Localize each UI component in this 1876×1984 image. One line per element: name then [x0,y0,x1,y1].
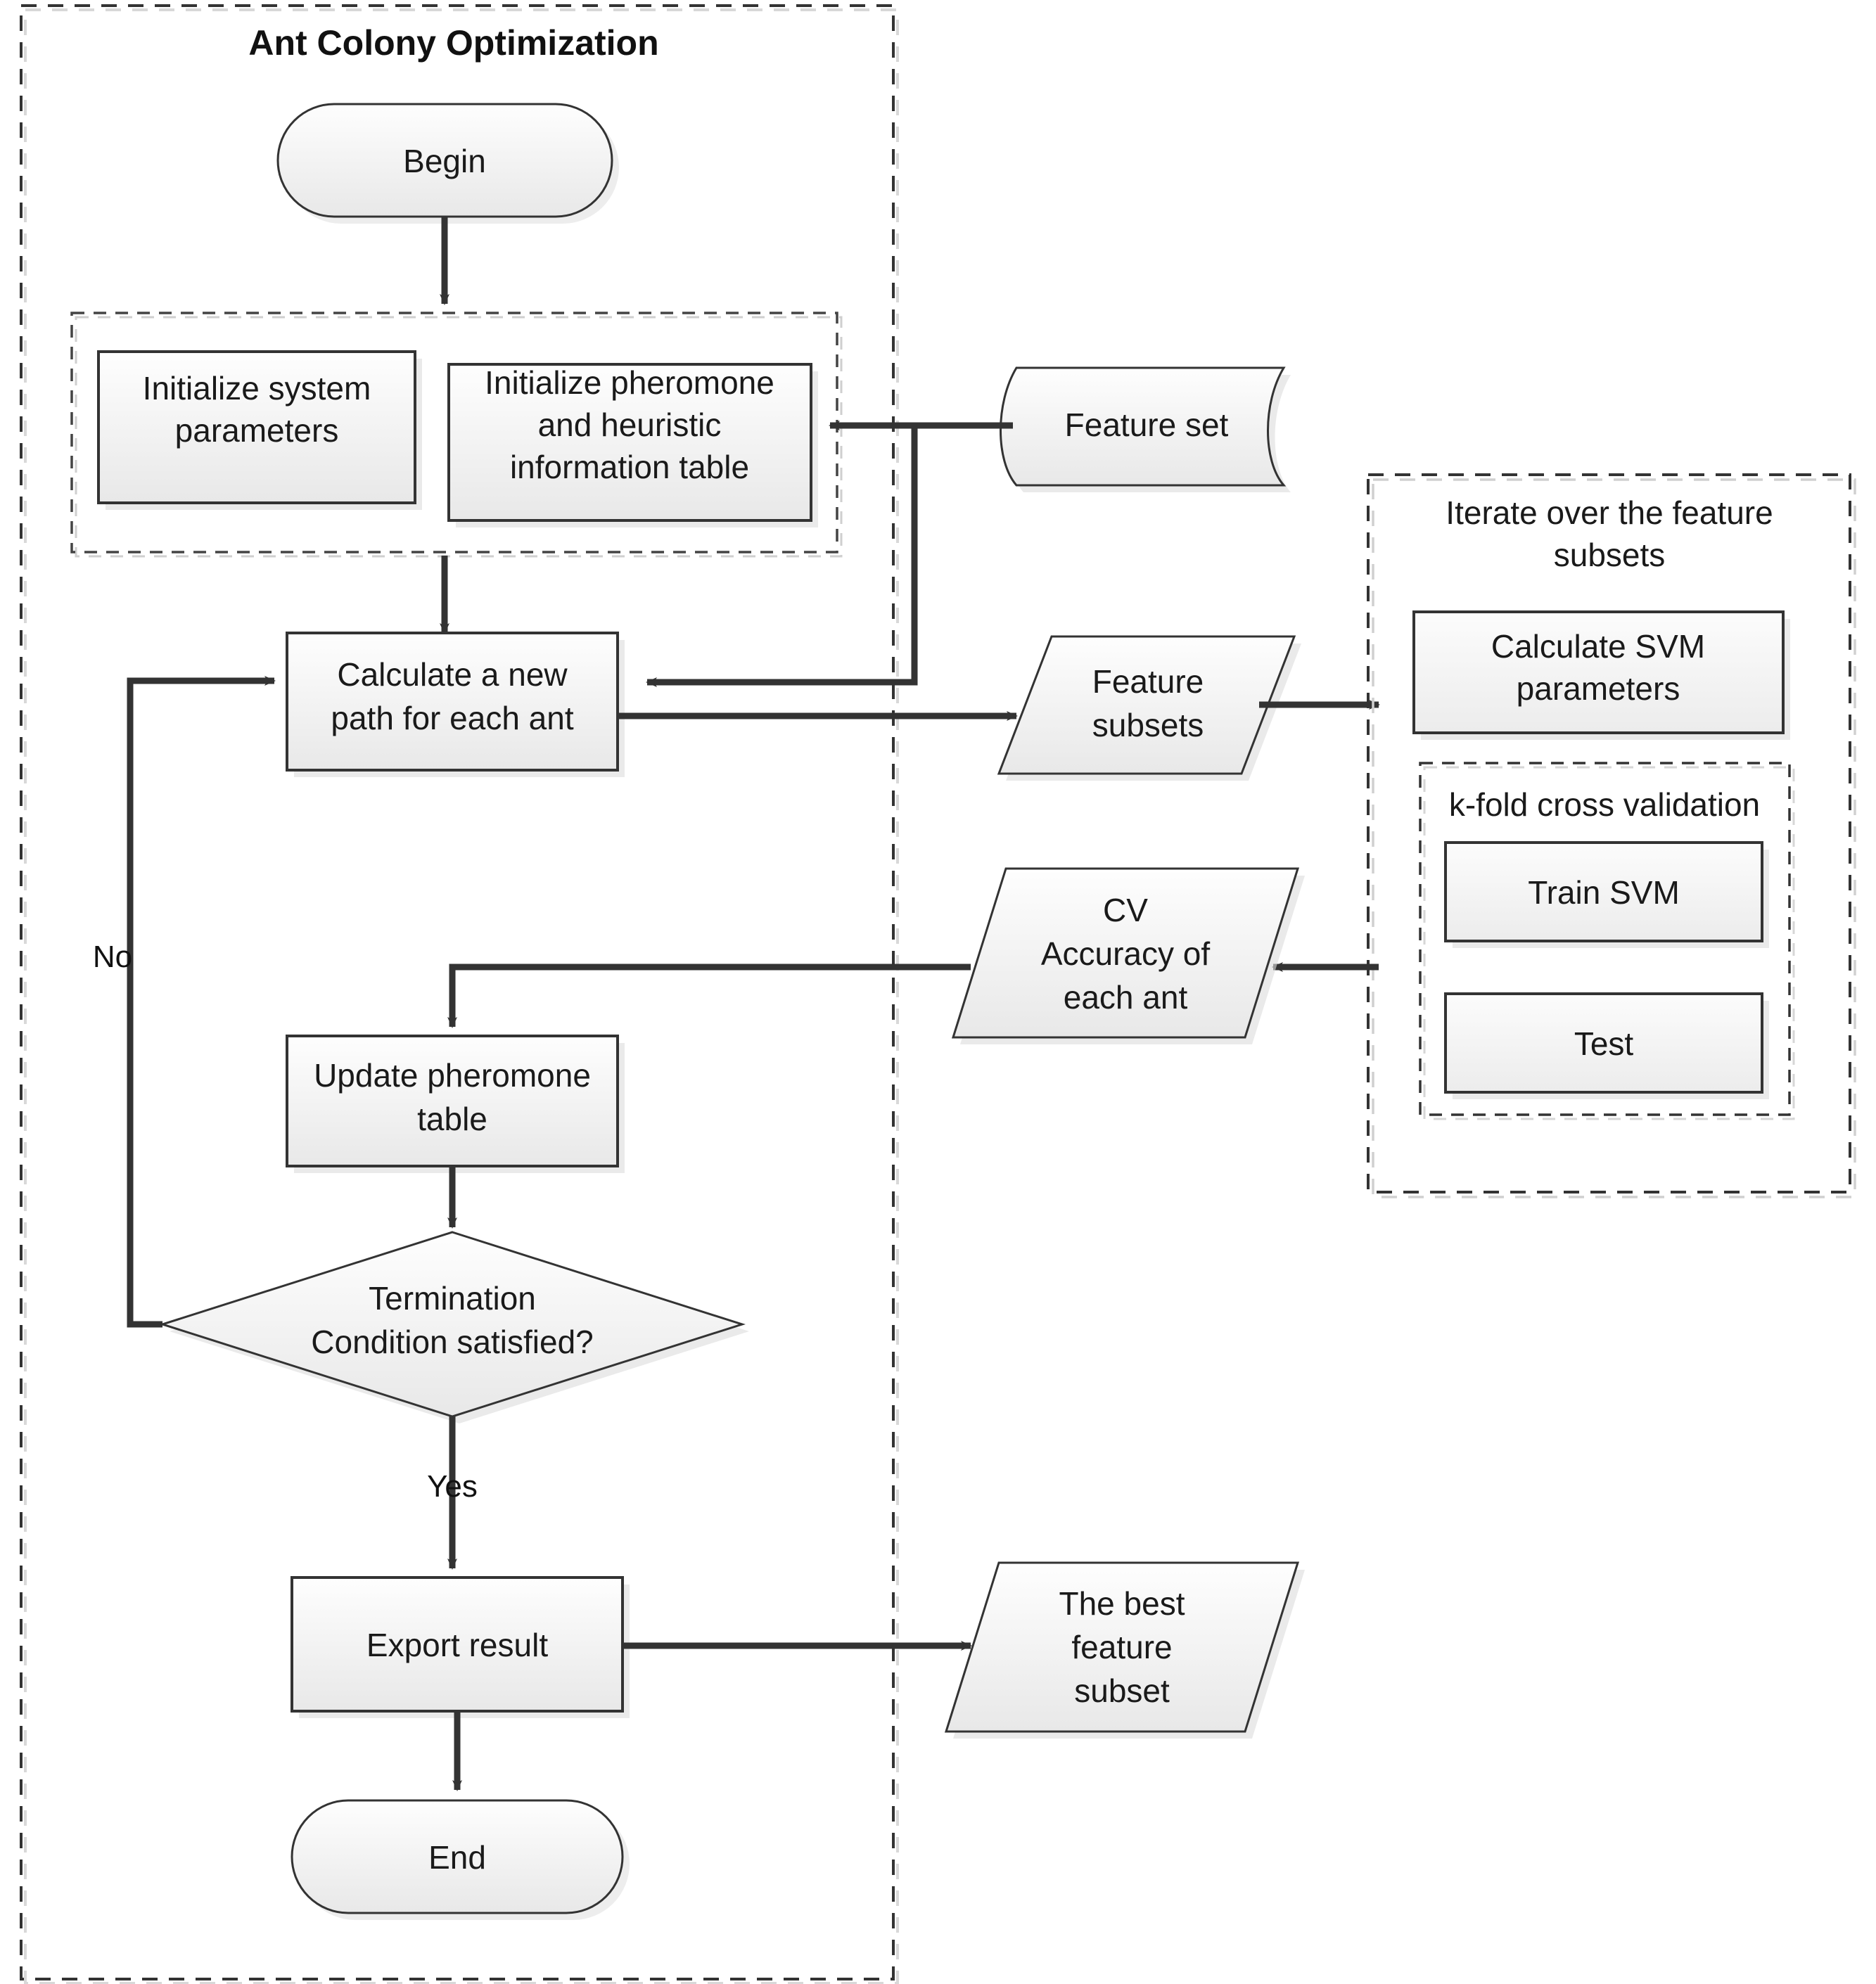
node-termination-line-2: Condition satisfied? [311,1324,593,1360]
node-calculate-svm-parameters[interactable]: Calculate SVM parameters [1412,610,1790,740]
edge-label-no: No [93,940,132,974]
container-iterate-label-line-2: subsets [1554,537,1666,573]
diagram-title: Ant Colony Optimization [248,23,658,63]
container-iterate-over-feature-subsets: Iterate over the feature subsets [1367,473,1856,1198]
node-best-subset-line-2: feature [1071,1629,1172,1665]
node-init-pheromone-line-2: and heuristic [538,407,722,443]
edge-cv-accuracy-to-update-pheromone [447,964,971,1028]
node-feature-set-label: Feature set [1065,407,1229,443]
node-initialize-pheromone-table[interactable]: Initialize pheromone and heuristic infor… [447,363,818,527]
node-export-result-label: Export result [366,1627,548,1663]
node-cv-accuracy-line-2: Accuracy of [1041,935,1211,972]
node-termination-line-1: Termination [369,1280,536,1317]
node-cv-accuracy-line-3: each ant [1064,979,1188,1016]
node-feature-subsets-line-1: Feature [1092,663,1204,700]
container-kfold-label: k-fold cross validation [1449,786,1760,823]
edge-feature-set-to-calculate-path [646,425,918,687]
node-calculate-svm-line-1: Calculate SVM [1491,628,1705,665]
node-test-label: Test [1574,1025,1634,1062]
node-feature-subsets[interactable]: Feature subsets [997,635,1301,781]
node-cv-accuracy-line-1: CV [1103,892,1148,928]
node-update-pheromone-line-1: Update pheromone [314,1057,591,1094]
node-begin[interactable]: Begin [276,103,619,224]
node-best-subset-line-1: The best [1059,1585,1185,1622]
node-calculate-path-line-1: Calculate a new [337,656,568,693]
node-update-pheromone-table[interactable]: Update pheromone table [286,1035,625,1173]
node-end-label: End [428,1839,486,1876]
container-iterate-label-line-1: Iterate over the feature [1446,494,1773,531]
node-init-system-line-1: Initialize system [143,370,371,407]
node-feature-set[interactable]: Feature set [1000,366,1291,492]
edge-termination-no-loop: No [93,676,276,1328]
node-init-pheromone-line-3: information table [510,449,749,485]
edge-termination-yes: Yes [427,1416,478,1570]
node-best-subset-line-3: subset [1074,1672,1170,1709]
node-train-svm-label: Train SVM [1528,874,1680,911]
node-train-svm[interactable]: Train SVM [1444,841,1769,948]
node-end[interactable]: End [291,1799,630,1920]
container-initialize [70,312,843,558]
node-init-system-line-2: parameters [175,412,339,449]
node-cv-accuracy[interactable]: CV Accuracy of each ant [951,867,1305,1044]
node-begin-label: Begin [403,143,486,179]
node-calculate-svm-line-2: parameters [1517,670,1680,707]
container-ant-colony-optimization [20,4,899,1984]
edge-label-yes: Yes [427,1469,478,1504]
node-calculate-path-line-2: path for each ant [331,700,573,736]
node-init-pheromone-line-1: Initialize pheromone [485,364,774,401]
node-initialize-system-parameters[interactable]: Initialize system parameters [97,350,422,510]
container-kfold-cross-validation: k-fold cross validation [1419,762,1795,1120]
node-calculate-new-path[interactable]: Calculate a new path for each ant [286,632,625,777]
node-termination-condition[interactable]: Termination Condition satisfied? [159,1231,749,1423]
node-best-feature-subset[interactable]: The best feature subset [944,1561,1305,1739]
node-export-result[interactable]: Export result [291,1576,630,1718]
node-test[interactable]: Test [1444,992,1769,1099]
node-feature-subsets-line-2: subsets [1092,707,1204,743]
node-update-pheromone-line-2: table [417,1101,487,1137]
